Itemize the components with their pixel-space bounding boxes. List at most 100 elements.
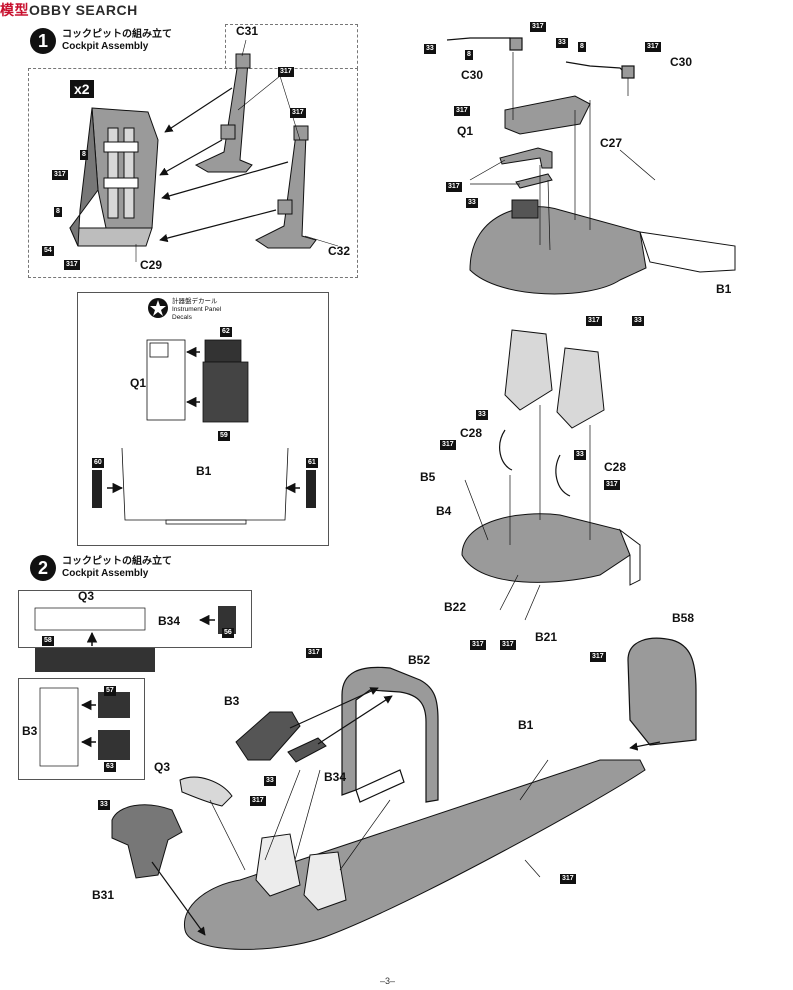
step-2-number: 2 [30,555,56,581]
step-2-decal-arrows [80,614,215,748]
step-2-header: 2 コックピットの組み立て Cockpit Assembly [30,555,172,581]
label-c29: C29 [140,258,163,272]
label-q3: Q3 [154,760,171,774]
cockpit-floor-b1-lower [184,759,646,950]
step-1-number: 1 [30,28,56,54]
paint-tag: 33 [466,198,478,208]
label-b22: B22 [444,600,467,614]
paint-tag: 317 [470,640,486,650]
paint-tag: 8 [578,42,586,52]
label-b3: B3 [224,694,240,708]
paint-tag: 317 [586,316,602,326]
paint-tag: 58 [42,636,54,646]
paint-tag: 33 [632,316,644,326]
label-b58: B58 [672,611,695,625]
paint-tag: 317 [290,108,306,118]
paint-tag: 60 [92,458,104,468]
paint-tag: 317 [446,182,462,192]
seat-detail-panel-top [225,24,358,69]
decal-62-drawing [202,339,249,423]
page-number: –3– [380,976,396,986]
label-b34: B34 [324,770,347,784]
decal-arrows [107,346,300,494]
label-q3-decal: Q3 [78,589,95,603]
paint-tag: 33 [574,450,586,460]
decal-star-icon [148,298,168,318]
paint-tag: 317 [500,640,516,650]
watermark-right: OBBY SEARCH [29,2,138,18]
paint-tag: 33 [476,410,488,420]
decal-note-en-1: Instrument Panel [172,306,222,313]
decal-note-en-2: Decals [172,314,192,321]
label-b1-upper: B1 [716,282,732,296]
paint-tag: 317 [590,652,606,662]
step-1-header: 1 コックピットの組み立て Cockpit Assembly [30,28,172,54]
label-b52: B52 [408,653,431,667]
lower-arrows [151,687,661,936]
paint-tag: 317 [64,260,80,270]
paint-tag: 33 [264,776,276,786]
label-b5: B5 [420,470,436,484]
side-decals [92,470,316,508]
paint-tag: 54 [42,246,54,256]
label-b3-decal: B3 [22,724,38,738]
paint-tag: 317 [604,480,620,490]
cockpit-floor-b1-upper [469,206,736,295]
paint-tag: 33 [556,38,568,48]
label-c28-right: C28 [604,460,627,474]
label-b4: B4 [436,504,452,518]
paint-tag: 317 [306,648,322,658]
paint-tag: 33 [424,44,436,54]
label-b1-lower: B1 [518,718,534,732]
frame-c32 [255,125,317,249]
seats-lower [255,833,347,911]
label-c30-left: C30 [461,68,484,82]
seat-c29 [69,107,159,247]
middle-leaders [464,405,591,621]
frame-c31 [194,53,253,173]
cockpit-floor-b1-middle [461,513,641,586]
multiplier-badge: x2 [70,80,94,98]
step-2-title-jp: コックピットの組み立て [62,556,172,567]
label-c27: C27 [600,136,623,150]
paint-tag: 61 [306,458,318,468]
parts-q1-c27 [499,95,591,219]
part-b34 [287,737,327,763]
bulkhead-b58 [627,637,697,746]
paint-tag: 8 [465,50,473,60]
label-q1: Q1 [457,124,474,138]
decal-note: 計器盤デカール Instrument Panel Decals [172,298,221,322]
step-1-title-en: Cockpit Assembly [62,41,149,52]
paint-tag: 317 [440,440,456,450]
sticks-c28 [499,429,571,497]
seat-detail-panel [28,68,358,278]
step-1-arrows [159,87,289,243]
label-q1-decal: Q1 [130,376,147,390]
paint-tag: 317 [560,874,576,884]
label-c31: C31 [236,24,259,38]
label-b1-decal: B1 [196,464,212,478]
label-b34-decal: B34 [158,614,181,628]
label-b31: B31 [92,888,115,902]
paint-tag: 317 [250,796,266,806]
step-2-decals [34,606,236,767]
paint-tag: 33 [98,800,110,810]
label-b21: B21 [535,630,558,644]
paint-tag: 317 [645,42,661,52]
label-c28-left: C28 [460,426,483,440]
lower-leaders [209,759,549,878]
label-c30-right: C30 [670,55,693,69]
upper-leaders [469,52,656,251]
paint-tag: 317 [530,22,546,32]
paint-tag: 56 [222,628,234,638]
paint-tag: 8 [54,207,62,217]
paint-tag: 317 [454,106,470,116]
b1-decal-outline [121,447,289,525]
paint-tag: 317 [278,67,294,77]
bulkhead-b52 [341,666,439,803]
decal-note-jp: 計器盤デカール [172,298,218,305]
paint-tag: 59 [218,431,230,441]
cable-c30 [446,37,635,79]
step-2-title-en: Cockpit Assembly [62,568,149,579]
